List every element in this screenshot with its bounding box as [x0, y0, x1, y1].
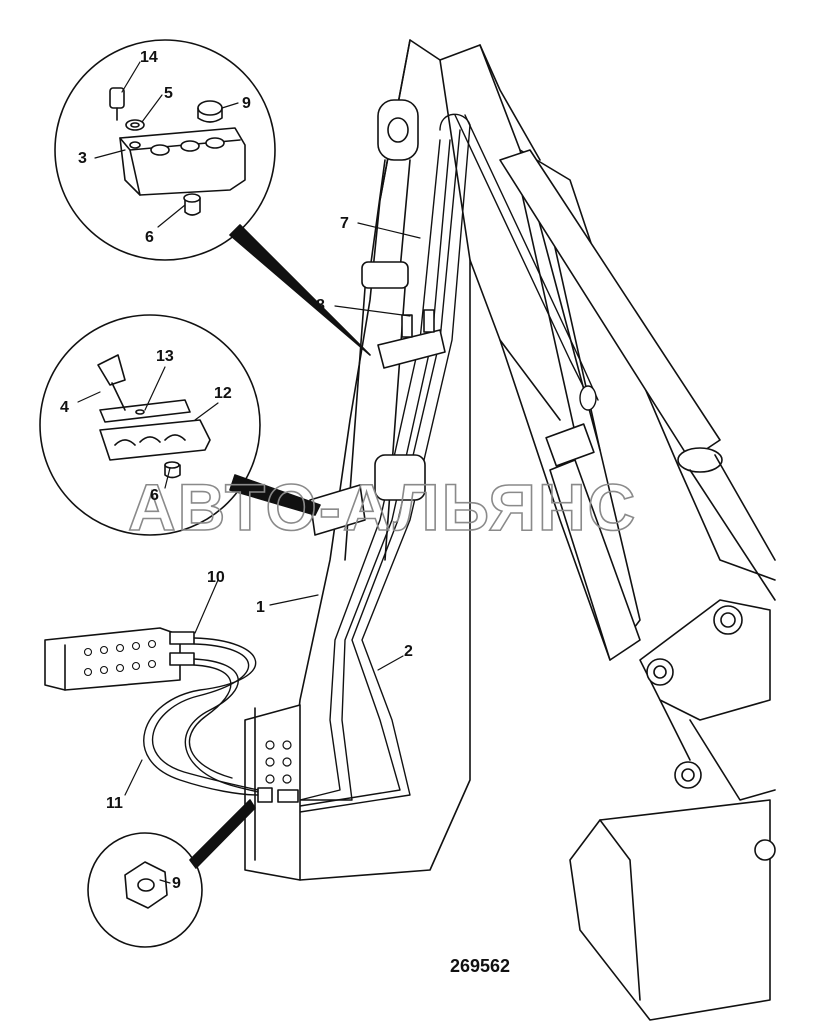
callout-8: 8: [316, 297, 325, 314]
callout-12: 12: [214, 385, 232, 402]
lower-arm-clamp: [309, 454, 426, 536]
callout-10: 10: [207, 569, 225, 586]
boom-cylinder: [499, 149, 776, 601]
callout-6-top: 6: [145, 229, 154, 246]
valve-hoses: [143, 637, 259, 796]
callout-labels: 14 5 9 3 6 7 8 13 4 12 6 10 1 2 11 9: [60, 49, 413, 892]
detail-view-clamp-plate: [54, 39, 371, 356]
bucket-cylinder: [519, 179, 641, 661]
drawing-number: 269562: [450, 956, 510, 976]
watermark-text: АВТО-АЛЬЯНС: [128, 470, 637, 544]
callout-14: 14: [140, 49, 158, 66]
arm-hose-clamp: [377, 309, 446, 369]
callout-1: 1: [256, 599, 265, 616]
leader-lines: [77, 61, 421, 884]
callout-7: 7: [340, 215, 349, 232]
control-valve: [44, 627, 195, 691]
callout-5: 5: [164, 85, 173, 102]
callout-11: 11: [106, 795, 123, 812]
detail-view-hose-clamp: [39, 314, 321, 536]
callout-9-bottom: 9: [172, 875, 181, 892]
valve-block: [244, 704, 301, 881]
callout-6-mid: 6: [150, 487, 159, 504]
callout-9-top: 9: [242, 95, 251, 112]
linkage: [639, 599, 776, 801]
callout-2: 2: [404, 643, 413, 660]
callout-4: 4: [60, 399, 69, 416]
detail-view-nut: [87, 799, 256, 948]
bucket: [569, 799, 776, 1021]
callout-3: 3: [78, 150, 87, 167]
callout-13: 13: [156, 348, 174, 365]
